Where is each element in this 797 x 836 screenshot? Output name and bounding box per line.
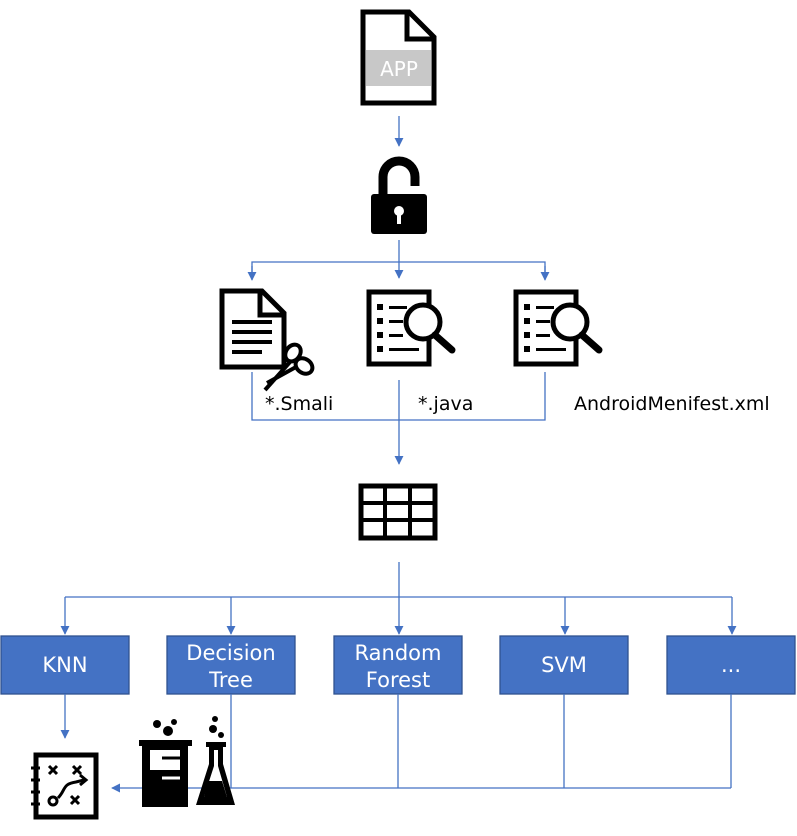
classifier-decision-tree-line2: Tree [208,668,253,692]
classifier-knn: KNN [0,635,130,695]
list-search-icon-manifest [513,289,603,367]
label-java: *.java [418,393,473,415]
label-smali: *.Smali [265,393,333,415]
strategy-board-icon [31,752,99,820]
app-label-band [366,50,431,86]
app-label: APP [380,57,418,81]
classifier-svm: SVM [499,635,629,695]
table-icon [358,483,438,541]
classifier-random-forest-line2: Forest [366,668,430,692]
classifier-more: ... [666,635,796,695]
classifier-more-label: ... [721,653,741,677]
classifier-decision-tree: Decision Tree [166,635,296,695]
classifier-decision-tree-line1: Decision [186,641,275,665]
classifier-random-forest: Random Forest [333,635,463,695]
classifier-random-forest-line1: Random [355,641,442,665]
app-file-icon: APP [360,9,437,106]
classifier-svm-label: SVM [541,653,587,677]
classifier-knn-label: KNN [42,653,87,677]
unlock-icon [371,156,427,234]
document-scissors-icon [219,288,315,392]
list-search-icon-java [366,289,456,367]
lab-beaker-flask-icon [139,716,235,807]
label-manifest: AndroidMenifest.xml [574,393,770,415]
